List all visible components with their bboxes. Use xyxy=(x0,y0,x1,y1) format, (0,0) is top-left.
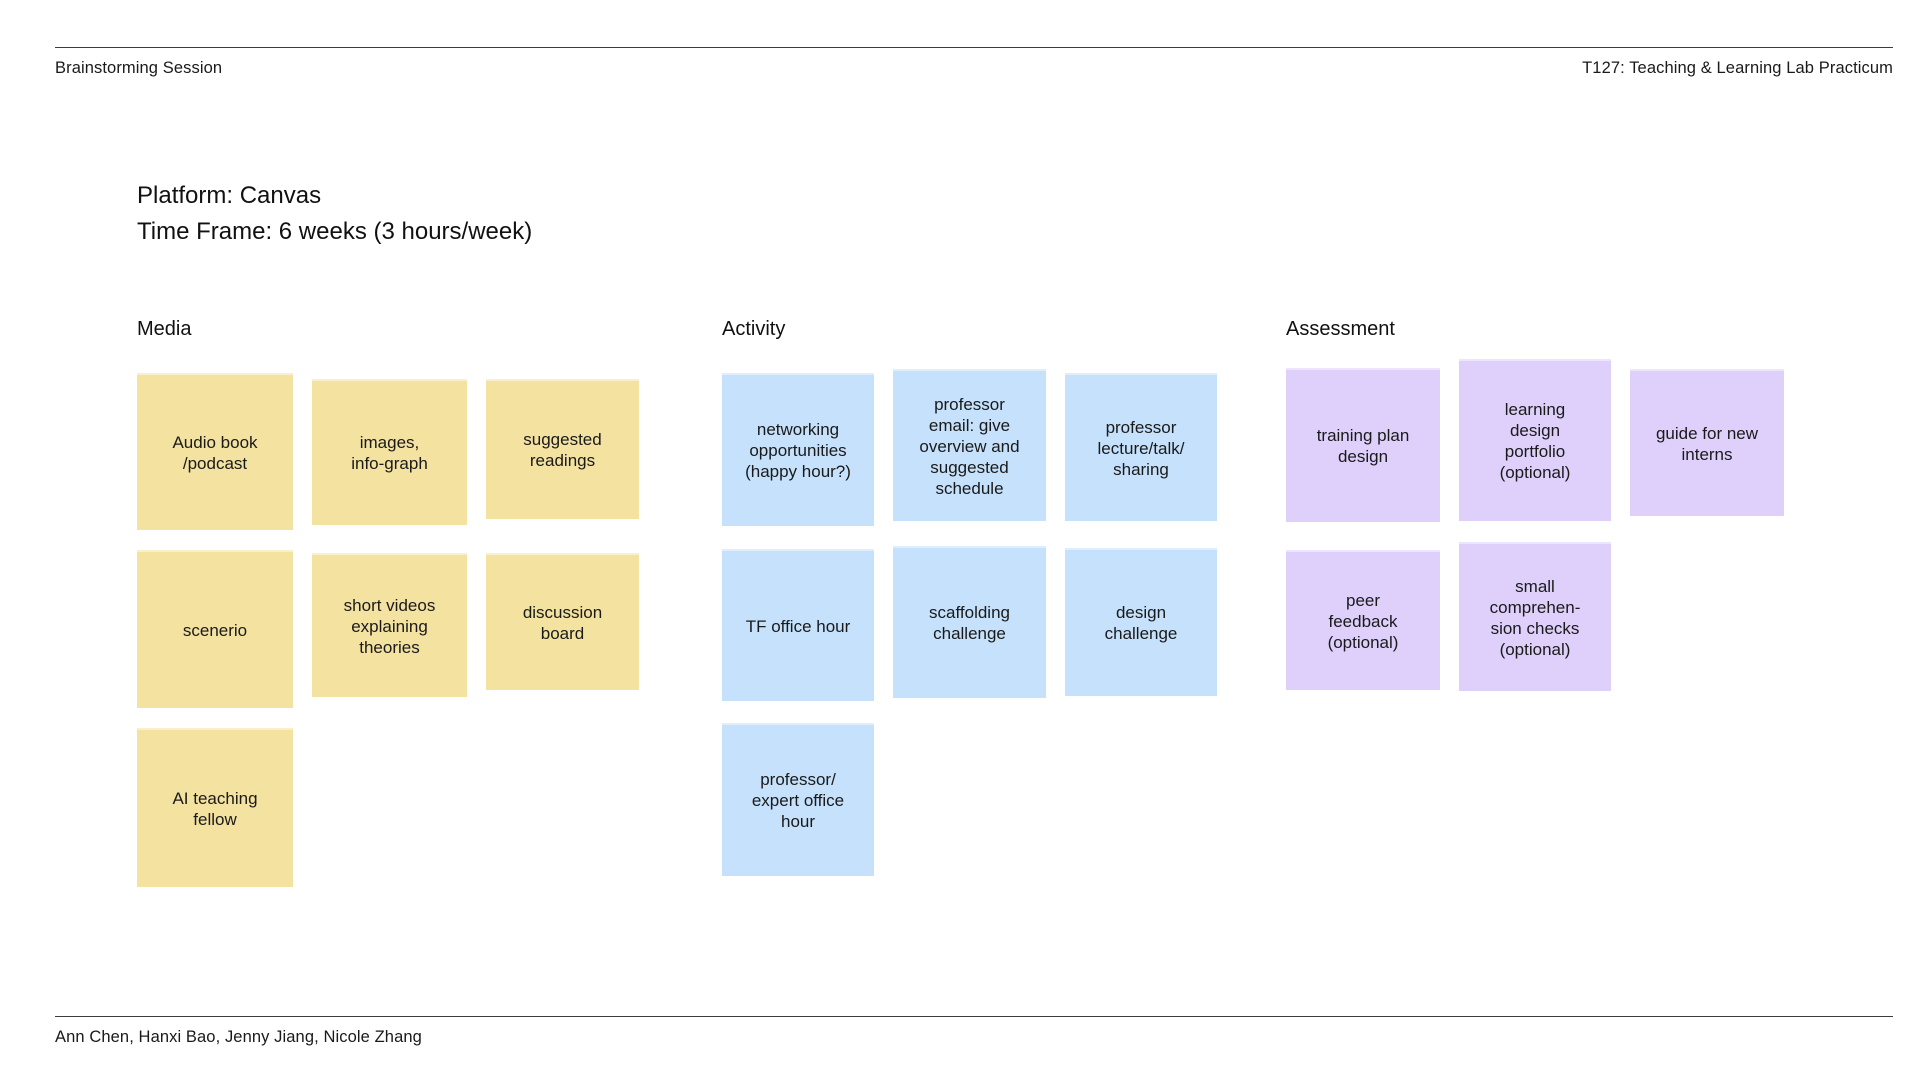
sticky-note[interactable]: TF office hour xyxy=(722,549,874,701)
sticky-note-text: Audio book/podcast xyxy=(172,432,258,473)
column-title-assessment: Assessment xyxy=(1286,318,1395,340)
column-title-media: Media xyxy=(137,318,192,340)
sticky-note-text: TF office hour xyxy=(745,616,851,636)
header-course-label: T127: Teaching & Learning Lab Practicum xyxy=(1582,59,1893,77)
header-divider xyxy=(55,47,1893,48)
timeframe-line: Time Frame: 6 weeks (3 hours/week) xyxy=(137,218,533,245)
header-session-label: Brainstorming Session xyxy=(55,59,223,77)
footer-authors: Ann Chen, Hanxi Bao, Jenny Jiang, Nicole… xyxy=(55,1028,422,1046)
session-meta: Platform: Canvas Time Frame: 6 weeks (3 … xyxy=(137,178,532,250)
sticky-note-text: scenerio xyxy=(182,620,248,640)
sticky-note[interactable]: images,info-graph xyxy=(312,379,467,525)
sticky-note[interactable]: scenerio xyxy=(137,550,293,708)
platform-line: Platform: Canvas xyxy=(137,182,322,209)
sticky-note-text: images,info-graph xyxy=(351,433,428,473)
footer-divider xyxy=(55,1016,1893,1017)
notes-grid-media: Audio book/podcast images,info-graph sugge… xyxy=(137,373,677,887)
sticky-note[interactable]: Audio book/podcast xyxy=(137,373,293,530)
column-media: Media Audio book/podcast images,info-grap… xyxy=(137,318,677,887)
column-title-activity: Activity xyxy=(722,318,786,340)
